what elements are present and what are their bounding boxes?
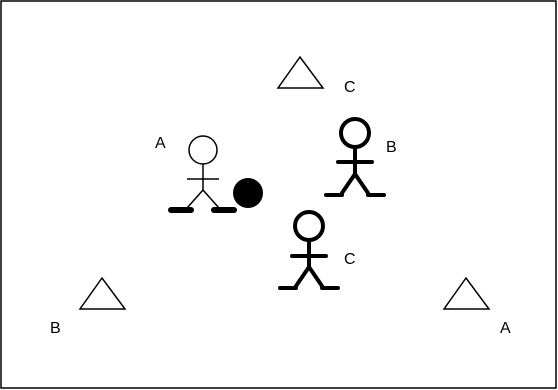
- ball-icon: [233, 178, 263, 208]
- cone-c-label: C: [344, 79, 356, 96]
- player-c-label: C: [344, 251, 356, 268]
- player-c: C: [278, 210, 356, 290]
- player-a: A: [155, 135, 263, 213]
- player-b: B: [324, 117, 397, 197]
- player-a-label: A: [155, 135, 166, 152]
- cone-b-triangle-icon: [78, 276, 127, 310]
- cone-b-label: B: [50, 320, 61, 337]
- player-c-figure-icon: [278, 210, 340, 290]
- cone-a-triangle-icon: [442, 276, 491, 310]
- player-a-figure-icon: [168, 135, 237, 213]
- cone-a: A: [442, 276, 511, 337]
- cone-c: C: [276, 55, 356, 96]
- cone-a-label: A: [500, 320, 511, 337]
- player-b-figure-icon: [324, 117, 386, 197]
- player-b-label: B: [386, 139, 397, 156]
- cone-b: B: [50, 276, 127, 337]
- cone-c-triangle-icon: [276, 55, 325, 89]
